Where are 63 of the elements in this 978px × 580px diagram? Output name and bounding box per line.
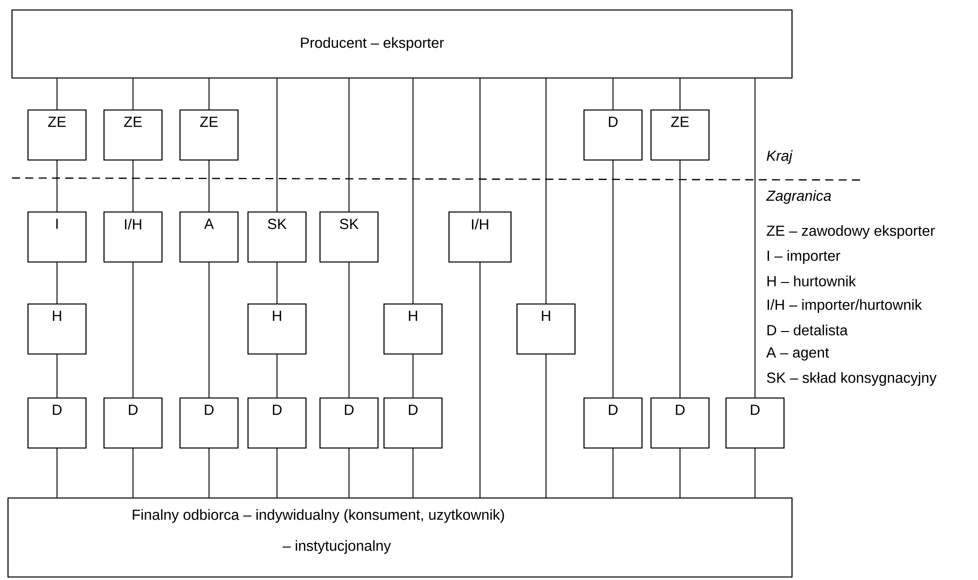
intermediary-box: SK — [247, 211, 307, 263]
intermediary-box: I — [27, 211, 87, 263]
connector-line — [132, 78, 134, 110]
intermediary-box: H — [383, 303, 443, 355]
connector-line — [56, 78, 58, 110]
intermediary-box: I/H — [448, 211, 512, 263]
connector-line — [56, 448, 58, 498]
connector-line — [56, 262, 58, 304]
connector-line — [132, 160, 134, 212]
key-entry: ZE – zawodowy eksporter — [766, 225, 935, 239]
connector-line — [348, 448, 350, 498]
connector-line — [612, 160, 614, 398]
connector-line — [208, 78, 210, 110]
connector-line — [754, 78, 756, 398]
intermediary-box: A — [179, 211, 239, 263]
connector-line — [56, 160, 58, 212]
connector-line — [276, 354, 278, 398]
intermediary-box: H — [27, 303, 87, 355]
intermediary-box: H — [516, 303, 576, 355]
region-label: Kraj — [766, 150, 793, 164]
intermediary-box: ZE — [179, 109, 239, 161]
connector-line — [276, 78, 278, 212]
key-entry: I – importer — [768, 250, 840, 264]
intermediary-box: I/H — [103, 211, 163, 263]
connector-line — [348, 262, 350, 398]
intermediary-box: H — [247, 303, 307, 355]
intermediary-box: D — [650, 397, 710, 449]
connector-line — [612, 78, 614, 110]
connector-line — [412, 448, 414, 498]
intermediary-box: ZE — [27, 109, 87, 161]
intermediary-box: D — [583, 397, 643, 449]
intermediary-box: D — [725, 397, 785, 449]
connector-line — [348, 78, 350, 212]
key-entry: I/H – importer/hurtownik — [768, 299, 922, 313]
key-entry: A – agent — [766, 347, 829, 361]
intermediary-box: D — [27, 397, 87, 449]
stage-box: Producent – eksporter — [11, 9, 793, 79]
connector-line — [412, 354, 414, 398]
intermediary-box: ZE — [650, 109, 710, 161]
region-label: Zagranica — [766, 190, 831, 204]
key-entry: D – detalista — [767, 324, 848, 336]
intermediary-box: D — [103, 397, 163, 449]
connector-line — [754, 448, 756, 498]
key-entry: SK – skład konsygnacyjny — [766, 372, 937, 386]
connector-line — [612, 448, 614, 498]
intermediary-box: D — [247, 397, 307, 449]
intermediary-box: D — [179, 397, 239, 449]
intermediary-box: D — [383, 397, 443, 449]
connector-line — [208, 448, 210, 498]
connector-line — [132, 262, 134, 398]
connector-line — [412, 78, 414, 304]
connector-line — [132, 448, 134, 498]
intermediary-box: D — [319, 397, 379, 449]
intermediary-box: D — [583, 109, 643, 161]
connector-line — [276, 262, 278, 304]
intermediary-box: ZE — [103, 109, 163, 161]
connector-line — [56, 354, 58, 398]
connector-line — [276, 448, 278, 498]
connector-line — [208, 262, 210, 398]
key-entry: H – hurtownik — [767, 276, 856, 286]
intermediary-box: SK — [319, 211, 379, 263]
stage-box: Finalny odbiorca – indywidualny (konsument, uzytkownik) – instytucjonalny — [7, 497, 793, 578]
connector-line — [208, 160, 210, 212]
